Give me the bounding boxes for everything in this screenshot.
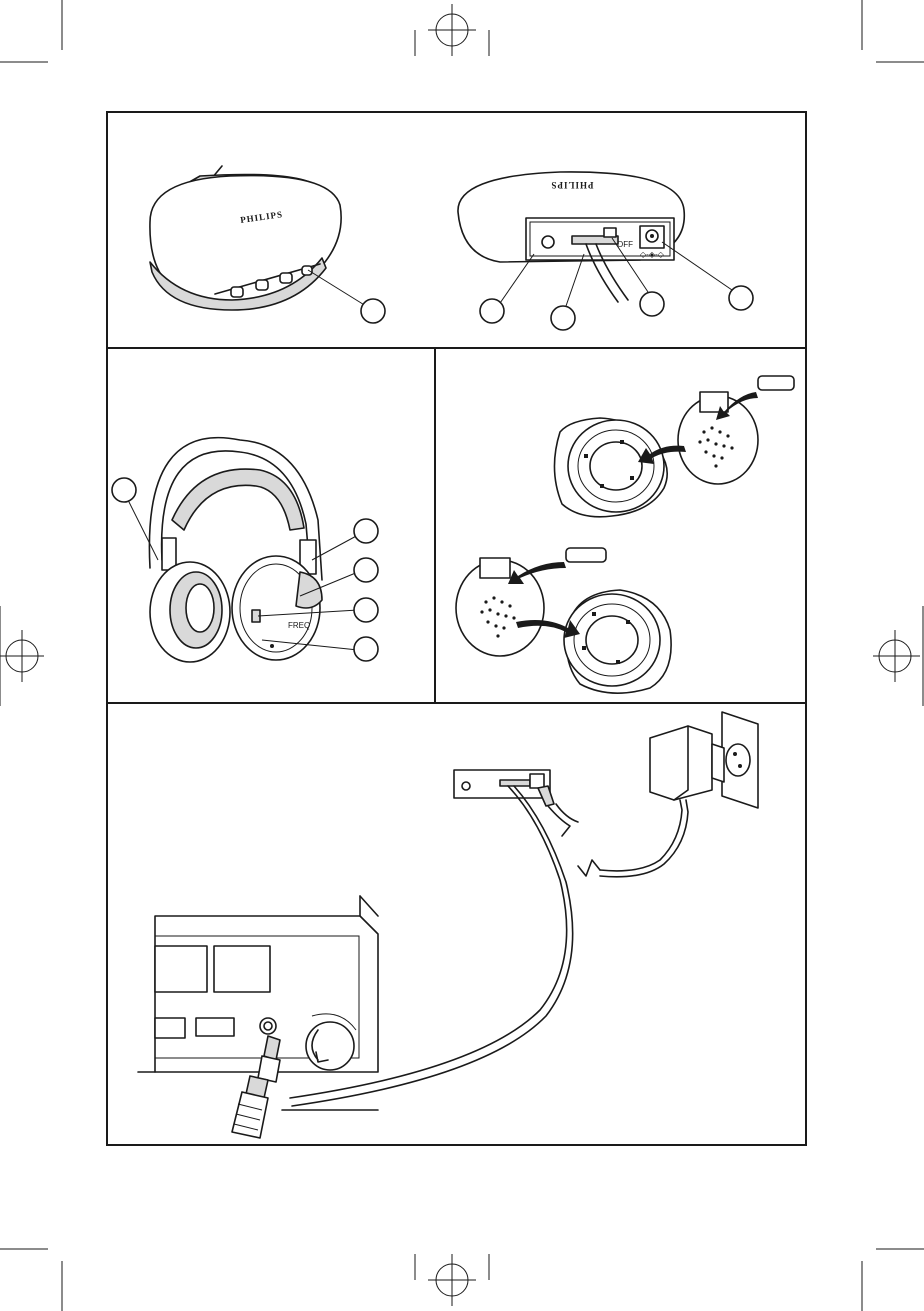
- channel-switch: [604, 228, 616, 237]
- registration-mark-icon: [0, 606, 44, 706]
- receiver-button: [155, 1018, 185, 1038]
- svg-text:◇-◈-◇: ◇-◈-◇: [640, 250, 665, 259]
- callout-circle: [480, 299, 504, 323]
- registration-mark-icon: [415, 4, 489, 56]
- callout-circle: [354, 637, 378, 661]
- callout-circle: [551, 306, 575, 330]
- volume-control: [296, 572, 322, 608]
- callout-circle: [640, 292, 664, 316]
- display-window: [214, 946, 270, 992]
- callout-circle: [354, 519, 378, 543]
- transmitter-button: [231, 287, 243, 297]
- transmitter-button: [302, 266, 312, 275]
- registration-mark-icon: [873, 606, 923, 706]
- power-adapter: [650, 726, 712, 800]
- connection-diagram: [138, 712, 758, 1138]
- callout-circle: [354, 558, 378, 582]
- earcup-label: FREQ: [288, 621, 310, 630]
- callout-circle: [361, 299, 385, 323]
- volume-knob: [306, 1022, 354, 1070]
- battery-compartment: [700, 392, 728, 412]
- battery-compartment: [480, 558, 510, 578]
- headphones-illustration: FREQ: [112, 438, 378, 662]
- transmitter-front-illustration: PHILIPS: [150, 166, 385, 323]
- jack-adaptor: [232, 1092, 268, 1138]
- receiver-button: [196, 1018, 234, 1036]
- rear-logo-mirrored: PHILIPS: [550, 180, 593, 190]
- callout-circle: [729, 286, 753, 310]
- battery-insertion-illustration: [456, 376, 794, 693]
- transmitter-button: [280, 273, 292, 283]
- switch-label: OFF: [617, 240, 633, 249]
- battery-aaa: [566, 548, 606, 562]
- registration-mark-icon: [415, 1254, 489, 1306]
- input-socket: [542, 236, 554, 248]
- transmitter-button: [256, 280, 268, 290]
- battery-aaa: [758, 376, 794, 390]
- callout-circle: [354, 598, 378, 622]
- callout-circle: [112, 478, 136, 502]
- display-window: [155, 946, 207, 992]
- transmitter-rear-illustration: PHILIPS OFF ◇-◈-◇: [458, 172, 753, 330]
